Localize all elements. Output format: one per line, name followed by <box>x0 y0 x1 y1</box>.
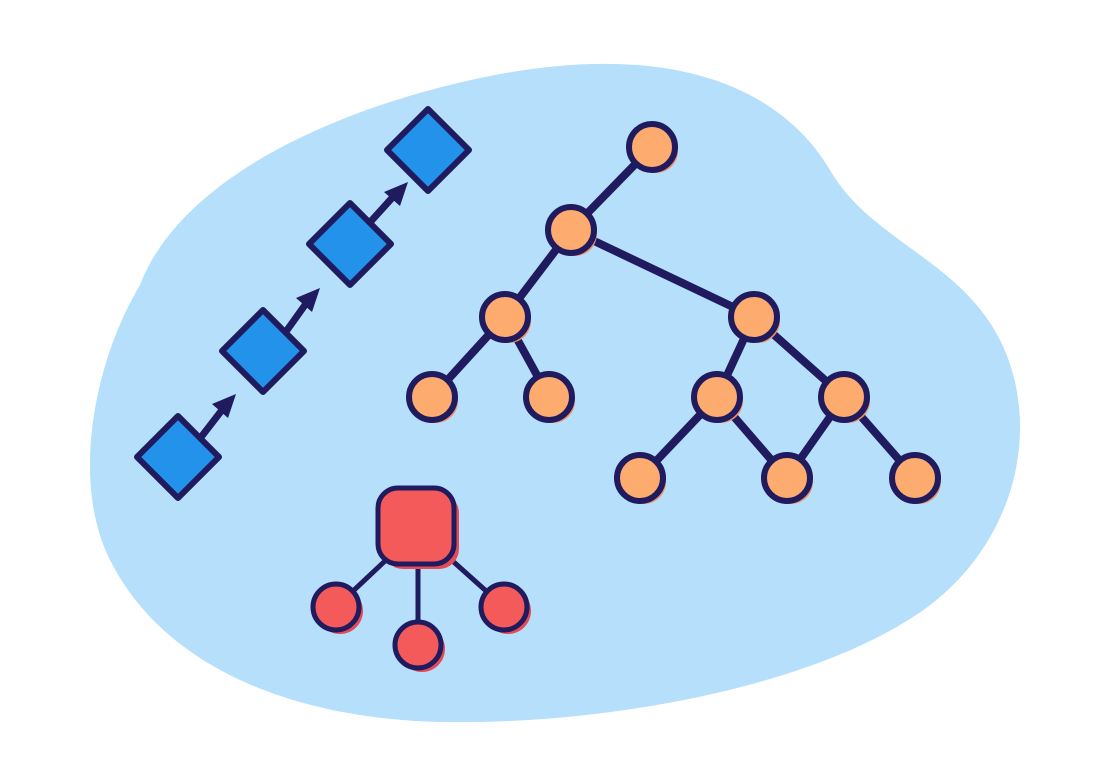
list-arrowhead <box>384 182 408 206</box>
tree-node <box>626 121 678 173</box>
linked-list-icon <box>133 105 473 502</box>
tree-graph-icon <box>406 121 941 504</box>
tree-node <box>545 204 597 256</box>
tree-node <box>818 371 870 423</box>
graph-node <box>478 581 531 634</box>
tree-node <box>523 371 575 423</box>
tree-node <box>614 452 666 504</box>
graph-node <box>392 619 445 672</box>
tree-node <box>761 452 813 504</box>
list-node <box>218 306 308 396</box>
tree-edge <box>567 226 758 321</box>
list-node <box>305 199 395 289</box>
list-arrowhead <box>296 288 320 312</box>
tree-node <box>889 452 941 504</box>
tree-node <box>406 371 458 423</box>
list-node <box>383 105 473 195</box>
tree-node <box>728 291 780 343</box>
list-node <box>133 412 223 502</box>
tree-node <box>479 291 531 343</box>
hub-graph-icon <box>310 485 531 672</box>
list-arrowhead <box>212 394 236 418</box>
tree-node <box>691 371 743 423</box>
graph-node <box>310 581 363 634</box>
hub-node <box>375 485 459 569</box>
